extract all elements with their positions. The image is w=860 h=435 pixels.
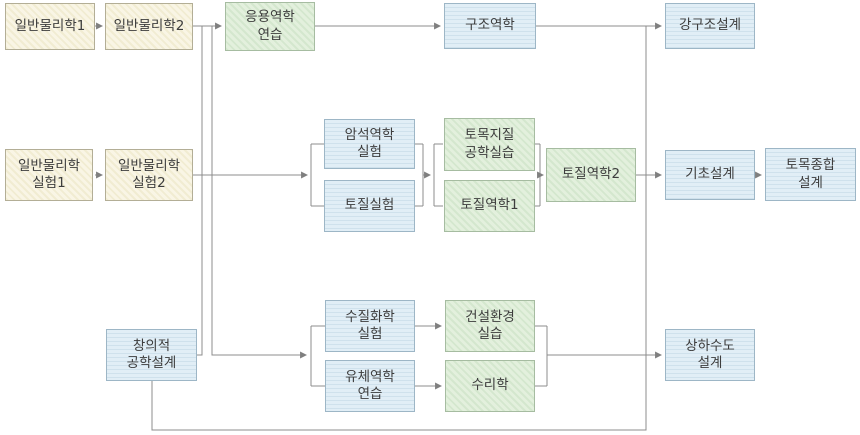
- bracket-merge-geo-soilmech1: [535, 143, 541, 207]
- node-general-physics-lab-1[interactable]: 일반물리학 실험1: [5, 149, 93, 201]
- node-structural-mechanics[interactable]: 구조역학: [444, 3, 536, 49]
- connector-physics2-to-bottom-branch: [211, 26, 308, 359]
- node-applied-mechanics-practice[interactable]: 응용역학 연습: [225, 2, 315, 51]
- node-general-physics-2[interactable]: 일반물리학2: [105, 3, 193, 50]
- node-civil-capstone-design[interactable]: 토목종합 설계: [765, 148, 856, 201]
- bracket-merge-rock-soil: [415, 143, 424, 207]
- node-creative-engineering-design[interactable]: 창의적 공학설계: [106, 329, 197, 381]
- node-soil-mechanics-1[interactable]: 토질역학1: [444, 180, 535, 232]
- node-geotechnical-engineering-practice[interactable]: 토목지질 공학실습: [444, 118, 535, 171]
- node-foundation-design[interactable]: 기초설계: [665, 150, 755, 200]
- connector-creative-design-to-applied-mechanics: [197, 26, 203, 356]
- bracket-split-water-fluid: [310, 325, 325, 387]
- node-fluid-mechanics-practice[interactable]: 유체역학 연습: [325, 360, 415, 412]
- bracket-split-rock-soil: [310, 143, 324, 207]
- node-steel-structure-design[interactable]: 강구조설계: [665, 3, 755, 49]
- node-water-sewage-design[interactable]: 상하수도 설계: [665, 329, 755, 381]
- node-soil-testing-lab[interactable]: 토질실험: [324, 180, 415, 232]
- bracket-split-geo-soilmech1: [433, 143, 443, 207]
- node-hydraulics[interactable]: 수리학: [445, 360, 535, 412]
- node-water-chemistry-lab[interactable]: 수질화학 실험: [325, 300, 415, 352]
- node-soil-mechanics-2[interactable]: 토질역학2: [546, 148, 636, 202]
- node-rock-mechanics-lab[interactable]: 암석역학 실험: [324, 119, 415, 169]
- connector-creative-design-to-design-courses: [151, 26, 647, 431]
- node-general-physics-1[interactable]: 일반물리학1: [5, 3, 95, 50]
- node-general-physics-lab-2[interactable]: 일반물리학 실험2: [105, 149, 193, 201]
- node-construction-environment-practice[interactable]: 건설환경 실습: [445, 300, 535, 352]
- bracket-merge-env-hydraulics: [535, 325, 548, 387]
